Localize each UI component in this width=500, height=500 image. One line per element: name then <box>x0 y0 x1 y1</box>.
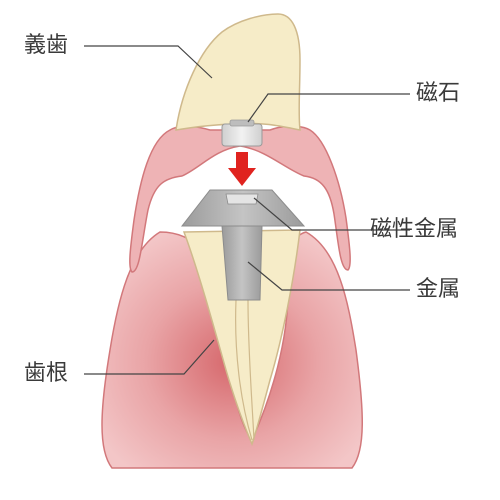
metal-post <box>221 225 263 301</box>
leader-magnetic-metal <box>253 197 410 231</box>
denture-tooth <box>175 13 301 131</box>
magnetic-metal-cap <box>180 189 306 227</box>
denture-base <box>129 125 351 273</box>
arrow-shaft <box>236 152 248 170</box>
arrow-head <box>228 168 256 186</box>
label-root: 歯根 <box>24 361 69 386</box>
label-denture: 義歯 <box>24 33 69 58</box>
root-canal <box>235 299 253 441</box>
label-magnet: 磁石 <box>416 81 461 106</box>
root-canal-2 <box>247 299 255 441</box>
leader-root <box>84 339 215 375</box>
leader-denture <box>84 45 213 79</box>
magnet-top <box>229 119 255 127</box>
leader-magnet <box>247 93 410 123</box>
cap-recess <box>225 193 259 205</box>
tooth-root <box>182 229 301 447</box>
label-magnetic-metal: 磁性金属 <box>370 217 459 242</box>
leader-metal <box>247 261 410 291</box>
magnet <box>221 123 263 147</box>
label-metal: 金属 <box>416 277 461 302</box>
